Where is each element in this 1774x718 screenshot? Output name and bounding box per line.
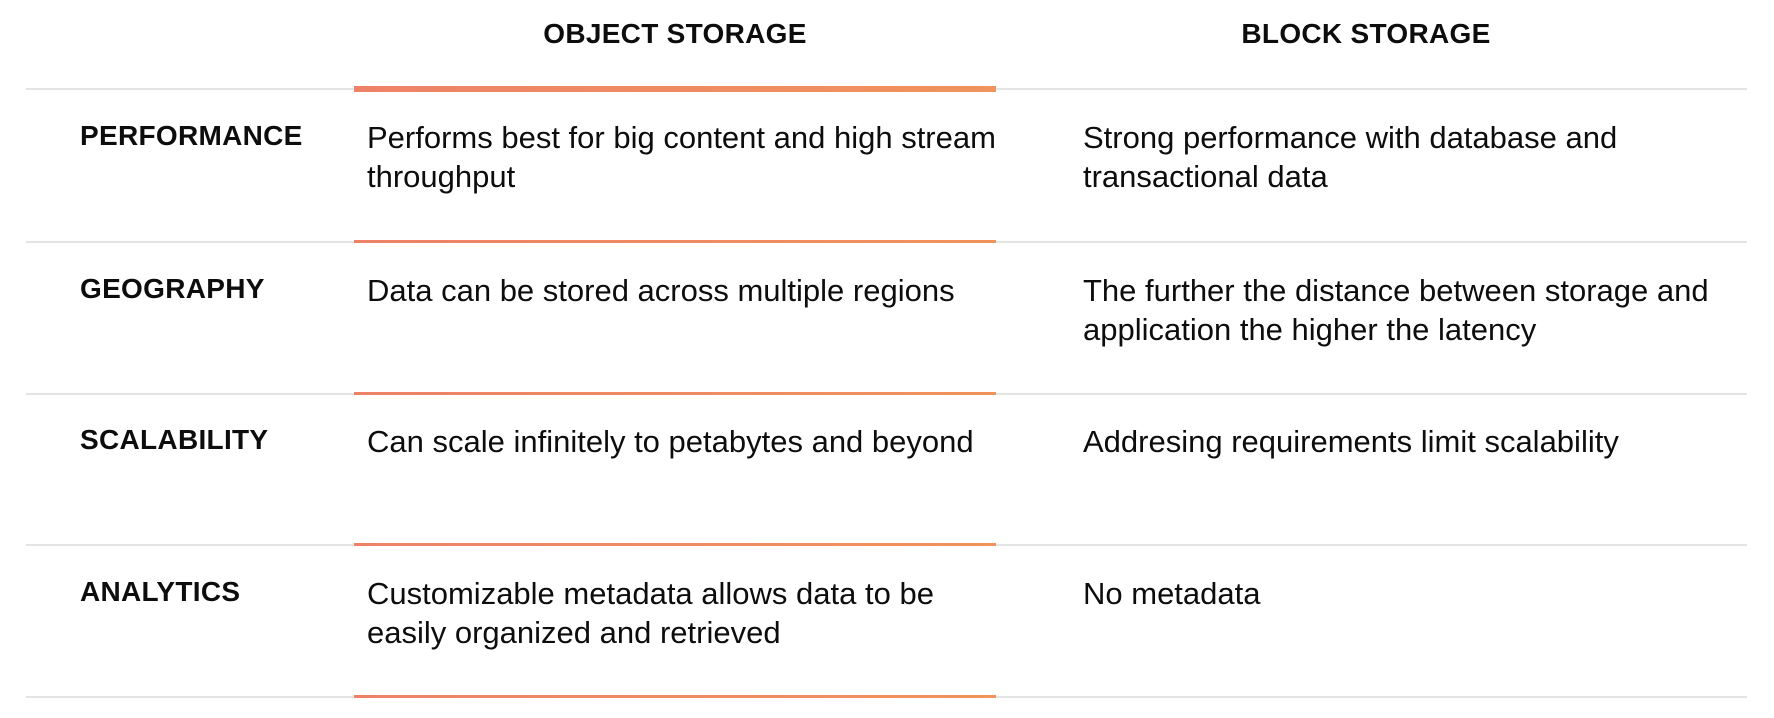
block-storage-cell: No metadata: [1083, 576, 1261, 611]
row-label: SCALABILITY: [80, 424, 269, 455]
object-storage-cell: Performs best for big content and high s…: [367, 120, 996, 194]
object-storage-cell: Can scale infinitely to petabytes and be…: [367, 424, 974, 459]
row-label: PERFORMANCE: [80, 120, 303, 151]
table-row-performance: PERFORMANCE Performs best for big conten…: [26, 90, 1747, 242]
accent-underline: [354, 86, 996, 92]
row-label: ANALYTICS: [80, 576, 241, 607]
table-row-scalability: SCALABILITY Can scale infinitely to peta…: [26, 394, 1747, 546]
table-row-analytics: ANALYTICS Customizable metadata allows d…: [26, 546, 1747, 698]
column-header-block-storage: BLOCK STORAGE: [1241, 18, 1491, 49]
table-row-geography: GEOGRAPHY Data can be stored across mult…: [26, 243, 1747, 395]
accent-underline: [354, 392, 996, 395]
row-label: GEOGRAPHY: [80, 273, 265, 304]
column-header-object-storage: OBJECT STORAGE: [543, 18, 807, 49]
block-storage-cell: Addresing requirements limit scalability: [1083, 424, 1619, 459]
block-storage-cell: The further the distance between storage…: [1083, 273, 1709, 347]
accent-underline: [354, 543, 996, 546]
table-header: OBJECT STORAGE BLOCK STORAGE: [26, 0, 1747, 90]
comparison-table: OBJECT STORAGE BLOCK STORAGE PERFORMANCE…: [26, 0, 1747, 698]
object-storage-cell: Customizable metadata allows data to be …: [367, 576, 934, 650]
accent-underline: [354, 695, 996, 698]
accent-underline: [354, 240, 996, 243]
block-storage-cell: Strong performance with database and tra…: [1083, 120, 1618, 194]
object-storage-cell: Data can be stored across multiple regio…: [367, 273, 955, 308]
